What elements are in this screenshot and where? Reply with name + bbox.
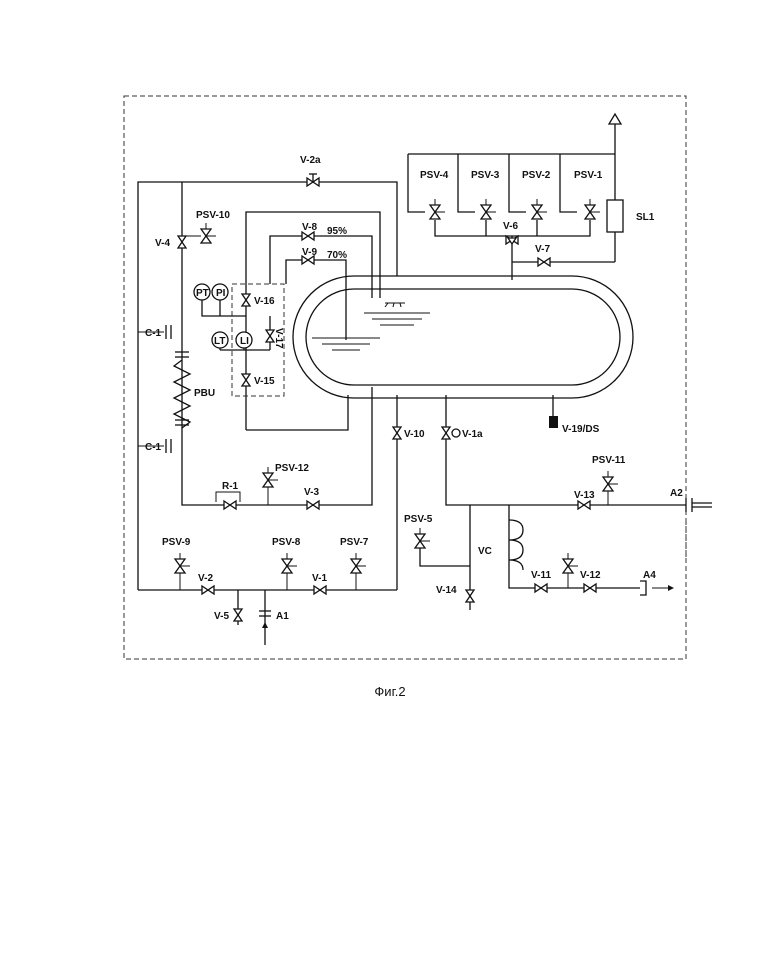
pbu-coil xyxy=(174,360,190,428)
vent-arrow xyxy=(609,114,621,124)
a1-inlet xyxy=(259,611,271,645)
label-v8: V-8 xyxy=(302,222,317,233)
label-v12: V-12 xyxy=(580,570,601,581)
label-c1-top: C-1 xyxy=(145,328,162,339)
label-psv2: PSV-2 xyxy=(522,170,551,181)
label-lt: LT xyxy=(214,336,225,347)
label-psv4: PSV-4 xyxy=(420,170,449,181)
label-v6: V-6 xyxy=(503,221,518,232)
label-v9: V-9 xyxy=(302,247,317,258)
label-psv11: PSV-11 xyxy=(592,455,626,466)
label-v2a: V-2a xyxy=(300,155,321,166)
label-v5: V-5 xyxy=(214,611,229,622)
label-v11: V-11 xyxy=(531,570,551,581)
label-psv1: PSV-1 xyxy=(574,170,603,181)
a4-outlet xyxy=(640,581,674,595)
label-a1: A1 xyxy=(276,611,289,622)
label-v1: V-1 xyxy=(312,573,327,584)
label-v16: V-16 xyxy=(254,296,275,307)
label-v13: V-13 xyxy=(574,490,595,501)
label-psv8: PSV-8 xyxy=(272,537,301,548)
label-sl1: SL1 xyxy=(636,212,655,223)
label-a4: A4 xyxy=(643,570,656,581)
label-v1a: V-1a xyxy=(462,429,483,440)
label-a2: A2 xyxy=(670,488,683,499)
figure-caption: Фиг.2 xyxy=(0,684,780,699)
v19-drain xyxy=(549,416,558,428)
label-psv7: PSV-7 xyxy=(340,537,369,548)
label-li: LI xyxy=(240,336,249,347)
label-v7: V-7 xyxy=(535,244,550,255)
label-psv3: PSV-3 xyxy=(471,170,500,181)
a2-connector xyxy=(686,498,712,560)
label-psv5: PSV-5 xyxy=(404,514,433,525)
label-v4: V-4 xyxy=(155,238,170,249)
label-v17: V-17 xyxy=(273,328,284,349)
label-psv10: PSV-10 xyxy=(196,210,230,221)
label-v3: V-3 xyxy=(304,487,319,498)
label-vc: VC xyxy=(478,546,492,557)
label-v10: V-10 xyxy=(404,429,425,440)
label-v2: V-2 xyxy=(198,573,213,584)
label-v14: V-14 xyxy=(436,585,457,596)
label-70: 70% xyxy=(327,250,347,261)
label-95: 95% xyxy=(327,226,347,237)
label-pt: PT xyxy=(196,288,209,299)
sl1-element xyxy=(607,200,623,232)
storage-tank xyxy=(293,276,633,398)
vaporizer-coil xyxy=(509,520,523,570)
label-v19: V-19/DS xyxy=(562,424,600,435)
label-pbu: PBU xyxy=(194,388,215,399)
label-pi: PI xyxy=(216,288,226,299)
label-c1-bottom: C-1 xyxy=(145,442,162,453)
label-v15: V-15 xyxy=(254,376,275,387)
label-r1: R-1 xyxy=(222,481,239,492)
label-psv9: PSV-9 xyxy=(162,537,191,548)
label-psv12: PSV-12 xyxy=(275,463,309,474)
